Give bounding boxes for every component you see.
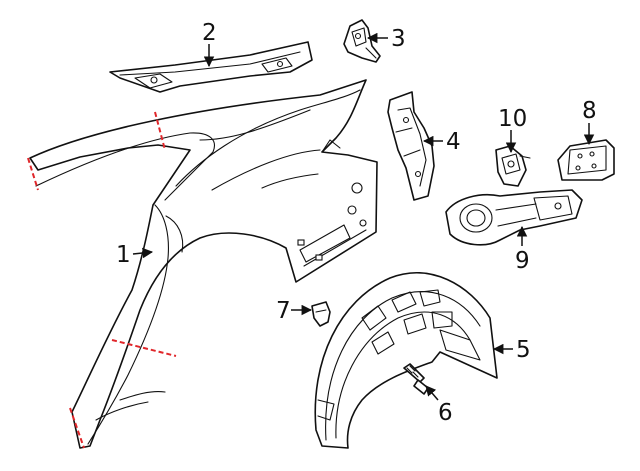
cut-line-upper-front: [27, 157, 39, 191]
cut-lines: [27, 111, 177, 449]
mounting-bracket: [557, 139, 615, 181]
leader-1: [132, 247, 154, 259]
fuel-door-housing: [445, 189, 583, 246]
push-clip: [311, 301, 331, 327]
leader-6: [425, 385, 439, 401]
callout-labels: 1 2 3 4 5 6 7 8 9 10: [116, 20, 597, 426]
upper-bracket: [343, 19, 381, 63]
callout-5: 5: [516, 337, 531, 363]
wheelhouse-liner: [314, 272, 498, 449]
fuel-door-actuator: [495, 145, 531, 187]
cut-line-roof: [154, 111, 166, 151]
quarter-panel: [29, 79, 378, 449]
inner-pillar-reinforcement: [387, 91, 435, 201]
callout-7: 7: [276, 298, 291, 324]
callout-1: 1: [116, 242, 131, 268]
callout-leaders: [132, 32, 595, 401]
callout-4: 4: [446, 129, 461, 155]
callout-3: 3: [391, 26, 406, 52]
roof-rail-reinforcement: [109, 41, 313, 93]
callout-9: 9: [515, 248, 530, 274]
callout-8: 8: [582, 98, 597, 124]
callout-6: 6: [438, 400, 453, 426]
cut-line-lower-mid: [111, 339, 177, 357]
callout-10: 10: [498, 106, 527, 132]
cut-line-lower-rear: [69, 407, 85, 449]
bolt: [403, 363, 429, 395]
callout-2: 2: [202, 20, 217, 46]
